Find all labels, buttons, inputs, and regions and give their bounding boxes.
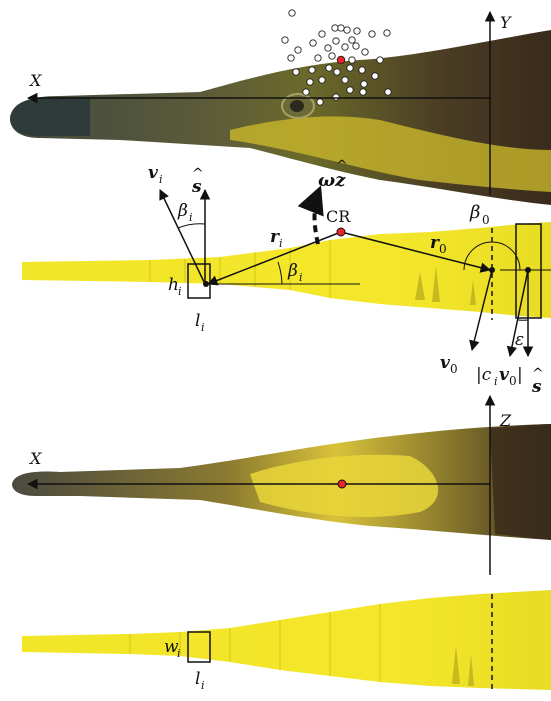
l-i-label-ventral: l bbox=[195, 669, 200, 689]
cr-estimate-point bbox=[315, 55, 321, 61]
l-i-label: l bbox=[195, 311, 200, 331]
cr-estimate-point bbox=[359, 67, 365, 73]
beta-i-top-label: β bbox=[177, 201, 188, 221]
beta-i-mid-sub: i bbox=[299, 271, 303, 284]
cr-estimate-point bbox=[319, 31, 325, 37]
segment-centroid-point bbox=[203, 281, 209, 287]
cr-estimate-point bbox=[369, 31, 375, 37]
beta-i-top-arc bbox=[178, 224, 205, 228]
v-i-label: v bbox=[148, 163, 159, 183]
panel-lateral-photo: X Y bbox=[10, 10, 551, 205]
cr-estimate-point bbox=[360, 89, 366, 95]
l-i-sub-ventral: i bbox=[201, 679, 205, 692]
cr-estimate-point bbox=[372, 73, 378, 79]
fish-eye-pupil bbox=[290, 100, 304, 112]
cr-label: CR bbox=[326, 207, 351, 226]
cr-estimate-point bbox=[319, 77, 325, 83]
cr-estimate-point bbox=[293, 69, 299, 75]
panel-ventral-photo: X Z bbox=[12, 396, 551, 575]
z-axis-label-ventral: Z bbox=[499, 411, 512, 430]
fish-ventral-dark-tail bbox=[490, 424, 551, 540]
y-axis-label-lateral: Y bbox=[500, 13, 512, 32]
cr-estimate-point bbox=[325, 45, 331, 51]
cr-estimate-point bbox=[295, 47, 301, 53]
x-axis-label-lateral: X bbox=[28, 71, 42, 90]
center-of-rotation-point bbox=[337, 228, 345, 236]
ci-v0-i: i bbox=[494, 375, 498, 388]
center-of-rotation-point-ventral bbox=[338, 480, 346, 488]
l-i-sub: i bbox=[201, 321, 205, 334]
cr-estimate-point bbox=[282, 37, 288, 43]
beta-0-sub: 0 bbox=[482, 213, 490, 227]
omega-z-rotation-arrow bbox=[315, 188, 321, 244]
cr-estimate-point bbox=[361, 81, 367, 87]
panel-ventral-model: w i l i bbox=[22, 590, 551, 692]
ci-v0-open: |c bbox=[476, 365, 492, 385]
cr-estimate-point bbox=[329, 53, 335, 59]
s-hat-caret: ^ bbox=[192, 166, 204, 182]
cr-estimate-point bbox=[385, 89, 391, 95]
ci-v0-sub: 0 bbox=[509, 374, 517, 388]
ci-v0-close: | bbox=[517, 365, 523, 385]
epsilon-label: ε bbox=[515, 330, 524, 350]
cr-estimate-point bbox=[349, 57, 355, 63]
cr-estimate-point bbox=[303, 89, 309, 95]
cr-estimate-point bbox=[333, 94, 339, 100]
cr-estimate-point bbox=[334, 69, 340, 75]
cr-estimate-point bbox=[326, 65, 332, 71]
r-i-sub: i bbox=[279, 237, 283, 250]
cr-estimate-point bbox=[384, 30, 390, 36]
cr-estimate-point bbox=[354, 28, 360, 34]
cr-estimate-point bbox=[342, 77, 348, 83]
beta-i-mid-label: β bbox=[287, 261, 298, 281]
cr-estimate-point bbox=[333, 38, 339, 44]
cr-estimate-point bbox=[288, 55, 294, 61]
v-i-sub: i bbox=[159, 173, 163, 186]
h-i-sub: i bbox=[178, 285, 182, 298]
cr-estimate-point bbox=[309, 67, 315, 73]
r-0-sub: 0 bbox=[439, 242, 447, 256]
beta-0-label: β bbox=[469, 202, 480, 223]
cr-estimate-point bbox=[332, 25, 338, 31]
cr-estimate-point bbox=[349, 37, 355, 43]
cr-estimate-point bbox=[310, 40, 316, 46]
cr-estimate-point bbox=[307, 79, 313, 85]
cr-mean-point bbox=[337, 56, 345, 64]
x-axis-label-ventral: X bbox=[28, 449, 42, 468]
s-hat-right-caret: ^ bbox=[532, 366, 544, 382]
beta-i-top-sub: i bbox=[189, 211, 193, 224]
omega-z-caret: ^ bbox=[336, 158, 348, 174]
cr-estimate-point bbox=[338, 25, 344, 31]
v-0-sub: 0 bbox=[450, 362, 458, 376]
cr-estimate-point bbox=[362, 49, 368, 55]
cr-estimate-point bbox=[342, 44, 348, 50]
cr-estimate-point bbox=[353, 43, 359, 49]
cr-estimate-point bbox=[377, 57, 383, 63]
w-i-sub: i bbox=[177, 647, 181, 660]
fish-lateral-snout-dark bbox=[10, 98, 90, 136]
cr-estimate-point bbox=[347, 65, 353, 71]
cr-estimate-point bbox=[317, 99, 323, 105]
cr-estimate-point bbox=[344, 27, 350, 33]
cr-estimate-point bbox=[289, 10, 295, 16]
cr-estimate-point bbox=[347, 87, 353, 93]
